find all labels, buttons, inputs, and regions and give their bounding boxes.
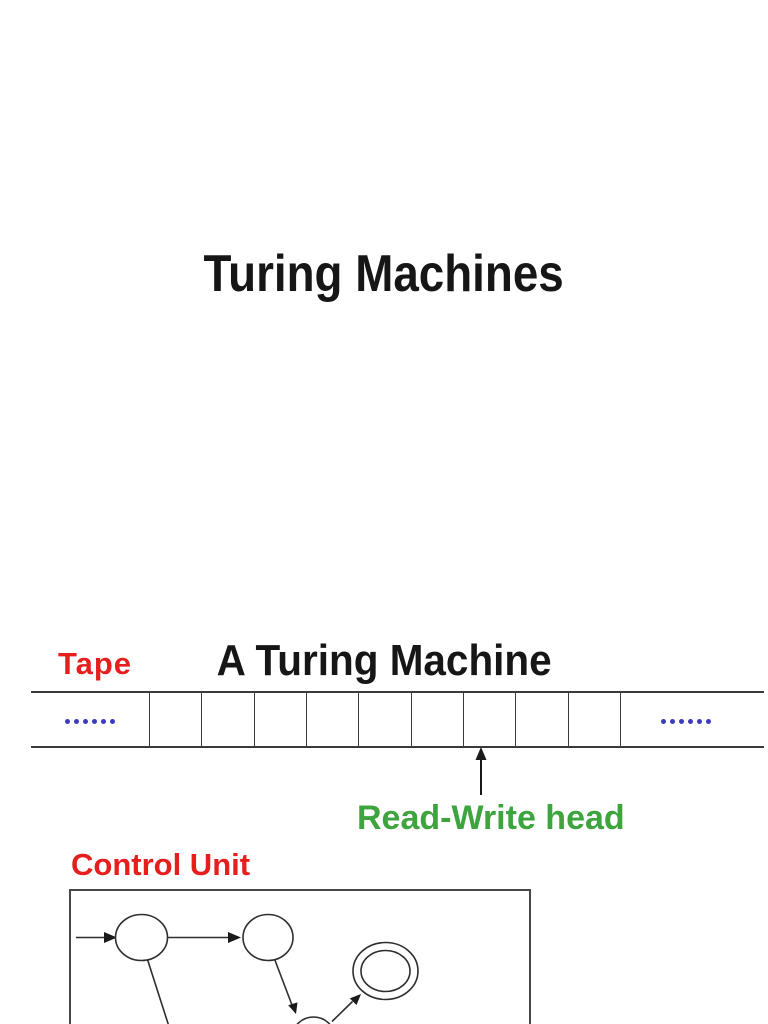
tape-label: Tape [58,646,133,681]
control-unit-label: Control Unit [71,847,251,882]
ellipsis-dot [661,719,666,724]
transition-arrow-1-2-head [228,932,241,943]
ellipsis-dot [670,719,675,724]
ellipsis-dot [679,719,684,724]
ellipsis-dot [83,719,88,724]
tape-cell [305,693,358,746]
read-write-head-arrow [475,747,487,795]
tape-cell [253,693,306,746]
state-diagram [76,913,419,1024]
tape-ellipsis-right [661,719,711,724]
state-circle-3-partial [296,1016,331,1024]
tape-cell [358,693,410,746]
transition-arrow-3-final-head [349,994,361,1005]
tape-cell [410,693,463,746]
tape-cell [201,693,253,746]
ellipsis-dot [92,719,97,724]
tape-cell [515,693,567,746]
ellipsis-dot [706,719,711,724]
tape-ellipsis-left [65,719,115,724]
ellipsis-dot [74,719,79,724]
state-circle-2 [242,913,294,962]
slide1-title: Turing Machines [0,243,768,305]
tape-cell [149,693,201,746]
transition-arrow-2-3-head [288,1002,298,1014]
transition-line-state1-down [146,957,170,1024]
final-state-inner-circle [360,949,411,993]
ellipsis-dot [697,719,702,724]
tape-cells [149,693,621,746]
state-circle-1 [114,913,169,962]
ellipsis-dot [101,719,106,724]
ellipsis-dot [688,719,693,724]
transition-arrow-2-3-line [273,958,293,1006]
transition-arrow-3-final-line [331,1000,354,1023]
ellipsis-dot [110,719,115,724]
tape-cell [567,693,621,746]
slide2-heading-text: A Turing Machine [216,635,552,685]
slide1-title-text: Turing Machines [203,244,565,303]
tape-cell [462,693,515,746]
arrow-up-head [475,747,487,760]
turing-tape [31,691,764,748]
slide2-heading: A Turing Machine [0,635,768,688]
read-write-head-label: Read-Write head [357,799,625,837]
ellipsis-dot [65,719,70,724]
start-arrow-head [104,932,117,943]
